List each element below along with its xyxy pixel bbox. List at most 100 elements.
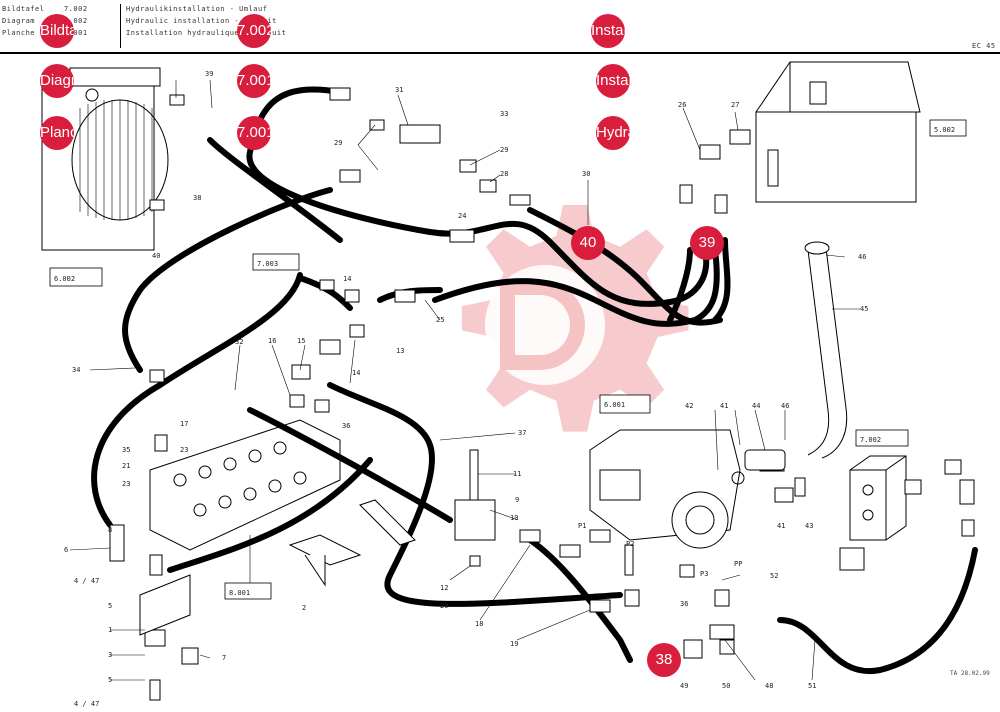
leader-lines xyxy=(69,79,860,681)
ref-5002: 5.002 xyxy=(934,126,955,134)
part-label: 41 xyxy=(777,522,785,530)
ref-box-7002 xyxy=(855,429,909,447)
part-label: 18 xyxy=(475,620,483,628)
part-label: P1 xyxy=(578,522,586,530)
part-label: 29 xyxy=(334,139,342,147)
part-label: 13 xyxy=(396,347,404,355)
hydraulic-pump xyxy=(589,429,741,549)
desc-de: Hydraulikinstallation - Umlauf xyxy=(126,5,268,13)
part-label: 14 xyxy=(352,369,360,377)
part-label: 16 xyxy=(268,337,276,345)
part-label: PP xyxy=(734,560,742,568)
ref-box-5002 xyxy=(929,119,967,137)
header-rule xyxy=(0,52,1000,54)
part-label: 35 xyxy=(122,446,130,454)
part-label: 1 xyxy=(108,626,112,634)
ref-8001: 8.001 xyxy=(229,589,250,597)
part-label: 52 xyxy=(770,572,778,580)
part-label: 8 xyxy=(108,526,112,534)
title-de-label: Bildtafel xyxy=(2,5,45,13)
ref-box-6001 xyxy=(599,394,651,414)
part-label: 37 xyxy=(518,429,526,437)
part-label: 36 xyxy=(342,422,350,430)
part-label: 28 xyxy=(500,170,508,178)
part-label: 44 xyxy=(752,402,760,410)
part-label: 14 xyxy=(343,275,351,283)
part-label: 6 xyxy=(64,546,68,554)
part-label: 51 xyxy=(808,682,816,690)
part-label: 19 xyxy=(510,640,518,648)
part-label: 3 xyxy=(108,651,112,659)
ref-box-7003 xyxy=(252,253,300,271)
badge-label[interactable]: 7.001 xyxy=(237,116,271,150)
part-label: 23 xyxy=(180,446,188,454)
ref-7002: 7.002 xyxy=(860,436,881,444)
desc-en: Hydraulic installation - circuit xyxy=(126,17,277,25)
solenoid-valve xyxy=(839,455,907,571)
hydraulic-tank xyxy=(755,61,921,203)
callout-40[interactable]: 40 xyxy=(571,226,605,260)
callout-38[interactable]: 38 xyxy=(647,643,681,677)
reference-boxes xyxy=(49,119,967,600)
part-label: 43 xyxy=(805,522,813,530)
part-label: 10 xyxy=(510,514,518,522)
callout-39[interactable]: 39 xyxy=(690,226,724,260)
badge-label[interactable]: Planche xyxy=(40,116,74,150)
badge-label[interactable]: 7.002 xyxy=(237,14,271,48)
part-label: 2 xyxy=(302,604,306,612)
badge-label[interactable]: Installation xyxy=(596,64,630,98)
badge-label[interactable]: Installation xyxy=(591,14,625,48)
part-label: 29 xyxy=(500,146,508,154)
suction-hose xyxy=(804,241,848,459)
part-label: 46 xyxy=(858,253,866,261)
part-label: P2 xyxy=(626,540,634,548)
part-label: 27 xyxy=(731,101,739,109)
part-label: 20 xyxy=(440,602,448,610)
part-label: 4 / 47 xyxy=(74,577,99,585)
part-label: 41 xyxy=(720,402,728,410)
part-label: 31 xyxy=(395,86,403,94)
part-label: 46 xyxy=(781,402,789,410)
header-divider xyxy=(120,4,121,48)
part-label: 4 / 47 xyxy=(74,700,99,708)
part-label: 49 xyxy=(680,682,688,690)
part-label: 17 xyxy=(180,420,188,428)
title-fr-label: Planche xyxy=(2,29,36,37)
watermark-mark xyxy=(500,280,585,370)
code-en: 7.002 xyxy=(64,17,88,25)
part-label: 39 xyxy=(205,70,213,78)
part-label: 33 xyxy=(500,110,508,118)
part-label: 25 xyxy=(436,316,444,324)
code-fr: 7.001 xyxy=(64,29,88,37)
part-label: 11 xyxy=(513,470,521,478)
date-stamp: TA 28.02.99 xyxy=(950,670,990,677)
badge-label[interactable]: Diagram xyxy=(40,64,74,98)
part-label: 21 xyxy=(122,462,130,470)
ref-6002: 6.002 xyxy=(54,275,75,283)
part-label: 5 xyxy=(108,676,112,684)
part-label: 30 xyxy=(582,170,590,178)
desc-fr: Installation hydraulique - circuit xyxy=(126,29,287,37)
part-label: 32 xyxy=(235,338,243,346)
code-de: 7.002 xyxy=(64,5,88,13)
title-en-label: Diagram xyxy=(2,17,36,25)
coupling xyxy=(731,449,806,503)
radiator xyxy=(41,67,169,251)
part-label: P3 xyxy=(700,570,708,578)
part-label: 40 xyxy=(152,252,160,260)
part-label: 45 xyxy=(860,305,868,313)
part-label: 15 xyxy=(297,337,305,345)
badge-label[interactable]: Bildtafel xyxy=(40,14,74,48)
part-label: 36 xyxy=(680,600,688,608)
ref-box-8001 xyxy=(224,582,272,600)
badge-label[interactable]: 7.001 xyxy=(237,64,271,98)
part-label: 34 xyxy=(72,366,80,374)
part-label: 50 xyxy=(722,682,730,690)
part-label: 42 xyxy=(685,402,693,410)
ref-7003: 7.003 xyxy=(257,260,278,268)
part-label: 7 xyxy=(222,654,226,662)
control-valve xyxy=(149,419,341,551)
part-label: 48 xyxy=(765,682,773,690)
badge-label[interactable]: Hydraulique xyxy=(596,116,630,150)
ref-box-6002 xyxy=(49,267,103,287)
